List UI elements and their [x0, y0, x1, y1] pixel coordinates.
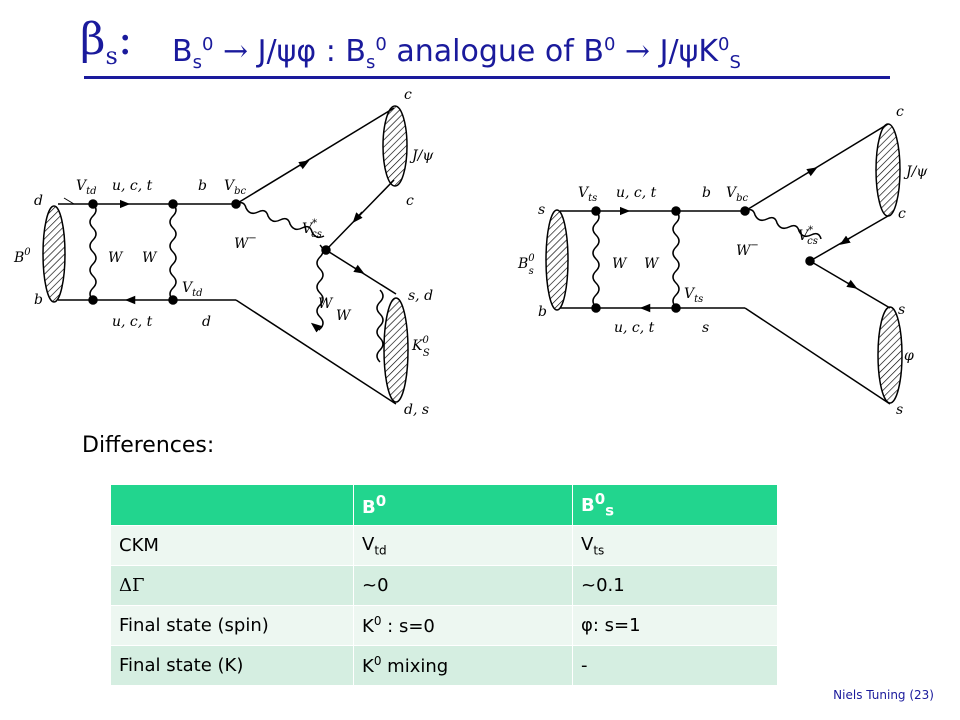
w-boson-4	[376, 289, 384, 363]
diagram-right	[545, 123, 903, 405]
label-vtd: Vtd	[76, 178, 97, 197]
k0s-blob	[383, 297, 409, 403]
c-quark-top	[235, 107, 395, 205]
label-vtd2: Vtd	[182, 280, 203, 299]
feynman-diagrams: d b B0 Vtd u, c, t b Vbc W− V*cs W W Vtd…	[13, 87, 928, 418]
bs0-blob	[545, 209, 569, 311]
phi-blob	[877, 306, 903, 404]
b0-value: K0 : s=0	[353, 605, 573, 646]
label-vbc: Vbc	[224, 178, 247, 197]
w-boson-2	[169, 203, 177, 301]
bs0-value: -	[572, 645, 778, 686]
label-uct-top: u, c, t	[112, 178, 153, 194]
label-vcs: V*cs	[302, 218, 322, 240]
w-minus-boson	[235, 201, 325, 239]
title-underline	[84, 76, 890, 79]
row-label: Final state (spin)	[110, 605, 354, 646]
label-vts2: Vts	[684, 286, 703, 305]
label-d: d	[34, 193, 43, 209]
label-vcs: V*cs	[798, 225, 818, 247]
label-phi: φ	[904, 348, 914, 364]
d-quark-bottom	[235, 299, 397, 405]
diagram-left-labels: d b B0 Vtd u, c, t b Vbc W− V*cs W W Vtd…	[13, 87, 434, 418]
b0-value: K0 mixing	[353, 645, 573, 686]
label-wminus: W−	[736, 240, 759, 259]
label-wminus: W−	[234, 233, 257, 252]
differences-label: Differences:	[82, 433, 215, 458]
title-decay: Bs0 → J/ψφ : Bs0 analogue of B0 → J/ψK0S	[172, 34, 741, 73]
label-c-top: c	[896, 104, 904, 120]
w-boson-3	[316, 244, 324, 330]
label-d-bottom: d	[202, 314, 211, 330]
label-ds: d, s	[404, 402, 429, 418]
label-c-mid: c	[898, 206, 906, 222]
table-row: Final state (K) K0 mixing -	[110, 645, 778, 686]
bs0-value: ~0.1	[572, 565, 778, 606]
diagram-left	[42, 105, 409, 405]
label-uct-bottom: u, c, t	[112, 314, 153, 330]
label-s-bottom: s	[702, 320, 709, 336]
label-s: s	[538, 202, 545, 218]
label-vts: Vts	[578, 185, 597, 204]
table-row: Final state (spin) K0 : s=0 φ: s=1	[110, 605, 778, 646]
row-label: Final state (K)	[110, 645, 354, 686]
table-row: CKM Vtd Vts	[110, 525, 778, 566]
b0-blob	[42, 205, 66, 303]
label-s-mid: s	[898, 302, 905, 318]
w-minus-boson-r	[744, 208, 822, 240]
row-label: CKM	[110, 525, 354, 566]
label-b-top: b	[702, 185, 711, 201]
s-quark	[325, 249, 397, 295]
label-w1: W	[108, 250, 124, 266]
label-uct-bottom: u, c, t	[614, 320, 655, 336]
bs0-value: Vts	[572, 525, 778, 566]
header-cell-bs0: B0s	[572, 484, 778, 526]
comparison-table: B0 B0s CKM Vtd Vts ΔΓ ~0 ~0.1 Final stat…	[110, 484, 778, 686]
label-s-bottom-right: s	[896, 402, 903, 418]
label-jpsi: J/ψ	[903, 164, 928, 180]
header-cell-empty	[110, 484, 354, 526]
w-boson-1	[89, 203, 97, 301]
label-vbc: Vbc	[726, 185, 749, 204]
table-header-row: B0 B0s	[110, 484, 778, 526]
label-sd: s, d	[408, 288, 433, 304]
b0-value: ~0	[353, 565, 573, 606]
label-b: b	[34, 292, 43, 308]
row-label: ΔΓ	[110, 565, 354, 606]
header-cell-b0: B0	[353, 484, 573, 526]
label-w2: W	[142, 250, 158, 266]
label-b: b	[538, 304, 547, 320]
w-boson-r1	[592, 210, 600, 308]
b0-value: Vtd	[353, 525, 573, 566]
label-b-top: b	[198, 178, 207, 194]
jpsi-blob-left	[382, 105, 408, 187]
label-c-mid: c	[406, 193, 414, 209]
label-jpsi: J/ψ	[409, 148, 434, 164]
label-w1: W	[612, 256, 628, 272]
title-beta: βs:	[80, 14, 133, 70]
bs0-value: φ: s=1	[572, 605, 778, 646]
label-w3: W	[318, 296, 334, 312]
label-w2: W	[644, 256, 660, 272]
table-row: ΔΓ ~0 ~0.1	[110, 565, 778, 606]
jpsi-blob-right	[875, 123, 901, 217]
label-w4: W	[336, 308, 352, 324]
label-c-top: c	[404, 87, 412, 103]
label-uct-top: u, c, t	[616, 185, 657, 201]
footer-author: Niels Tuning (23)	[833, 688, 934, 702]
label-b0: B0	[13, 247, 31, 266]
w-boson-r2	[672, 210, 680, 308]
